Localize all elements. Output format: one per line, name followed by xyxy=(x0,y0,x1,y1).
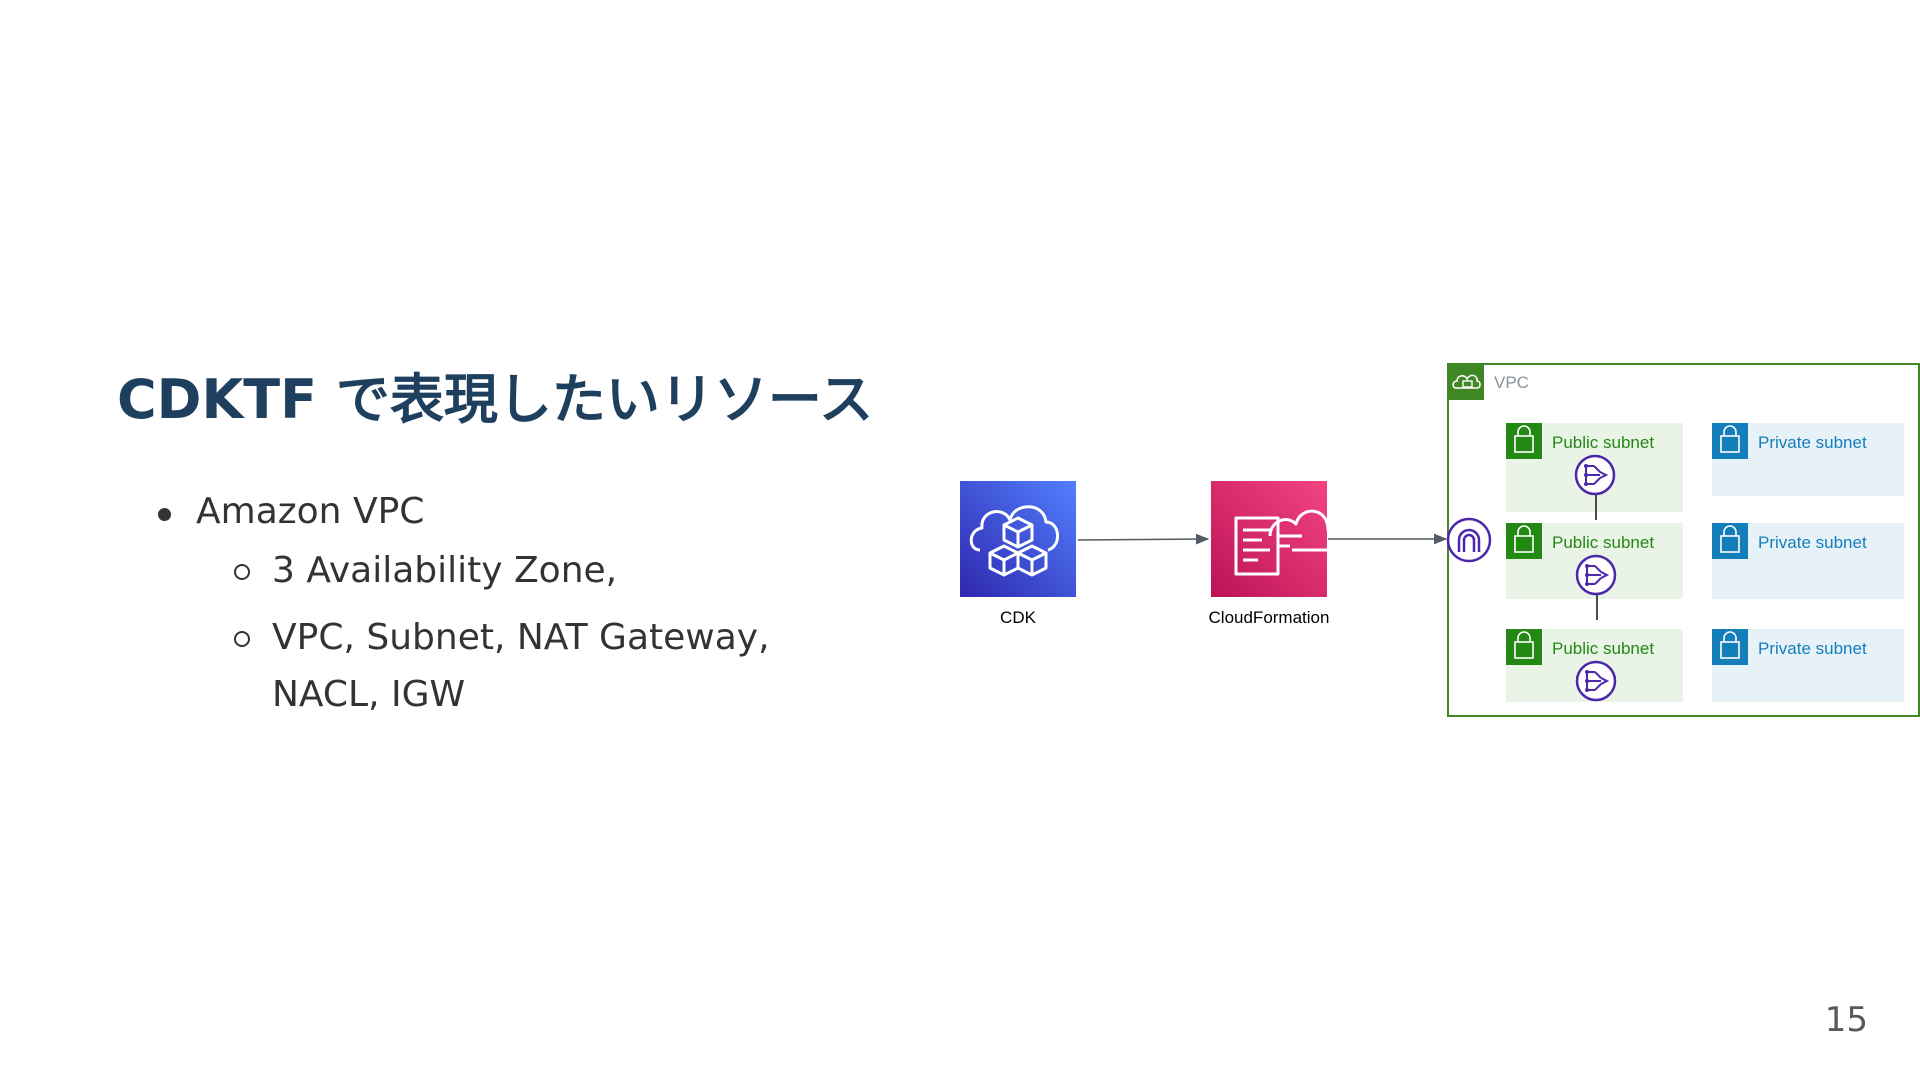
cdk-node: CDK xyxy=(960,481,1076,627)
arrow-cdk-to-cloudformation xyxy=(1077,533,1210,545)
cloudformation-label: CloudFormation xyxy=(1209,608,1330,627)
private-subnet-lock-icon xyxy=(1712,423,1748,459)
private-subnet-label: Private subnet xyxy=(1758,433,1867,452)
sub-bullet-list: 3 Availability Zone, VPC, Subnet, NAT Ga… xyxy=(196,542,832,723)
architecture-diagram: CDK CloudFormation xyxy=(940,350,1920,730)
public-subnet-label: Public subnet xyxy=(1552,433,1654,452)
sub-bullet-item: VPC, Subnet, NAT Gateway, NACL, IGW xyxy=(234,609,832,723)
sub-bullet-item: 3 Availability Zone, xyxy=(234,542,832,599)
cdk-label: CDK xyxy=(1000,608,1037,627)
public-subnet-lock-icon xyxy=(1506,629,1542,665)
slide-title: CDKTF で表現したいリソース xyxy=(117,368,874,431)
public-subnet-label: Public subnet xyxy=(1552,533,1654,552)
cloudformation-node: CloudFormation xyxy=(1209,481,1340,627)
vpc-label: VPC xyxy=(1494,373,1529,392)
internet-gateway-icon xyxy=(1446,517,1492,563)
private-subnet-lock-icon xyxy=(1712,523,1748,559)
nat-gateway-icon xyxy=(1575,554,1617,596)
public-subnet-label: Public subnet xyxy=(1552,639,1654,658)
cloudformation-icon xyxy=(1211,481,1327,597)
nat-gateway-icon xyxy=(1575,660,1617,702)
page-number: 15 xyxy=(1824,1000,1868,1040)
bullet-list: Amazon VPC 3 Availability Zone, VPC, Sub… xyxy=(150,482,832,733)
bullet-item: Amazon VPC 3 Availability Zone, VPC, Sub… xyxy=(150,482,832,723)
bullet-text: Amazon VPC xyxy=(196,491,425,532)
architecture-diagram-svg: CDK CloudFormation xyxy=(960,363,1920,717)
nat-gateway-icon xyxy=(1574,454,1616,496)
public-subnet-lock-icon xyxy=(1506,523,1542,559)
public-subnet-lock-icon xyxy=(1506,423,1542,459)
private-subnet-lock-icon xyxy=(1712,629,1748,665)
private-subnet-label: Private subnet xyxy=(1758,533,1867,552)
private-subnet-label: Private subnet xyxy=(1758,639,1867,658)
